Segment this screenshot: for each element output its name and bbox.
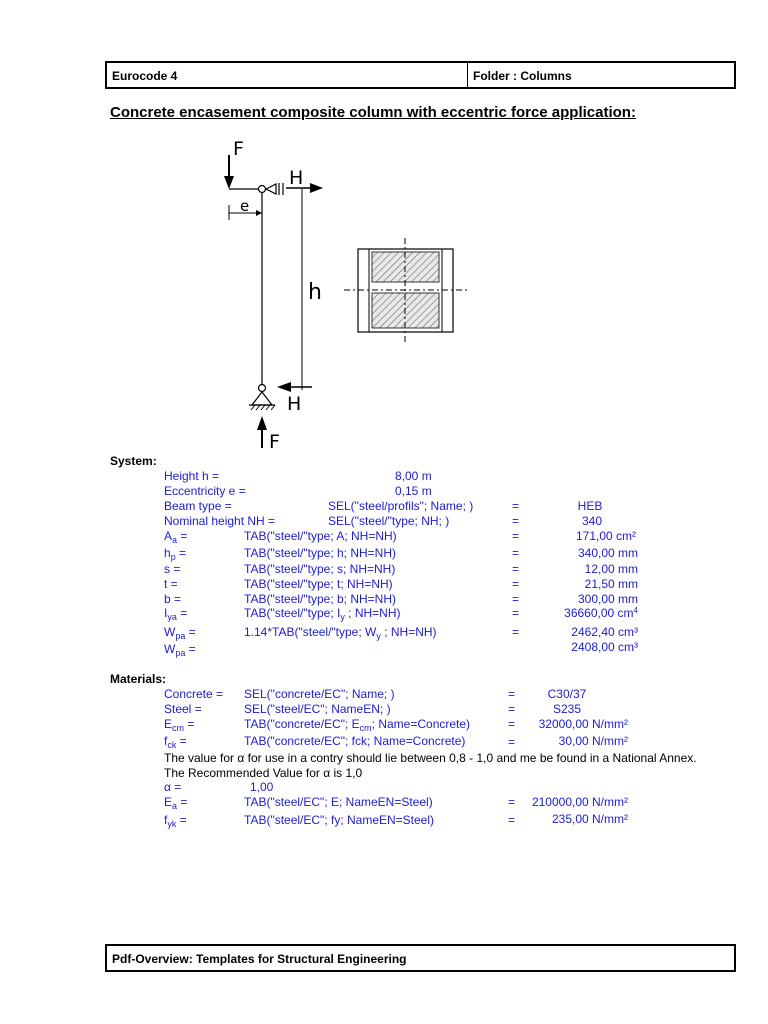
value-fck: 30,00 N/mm²: [558, 734, 628, 748]
top-horizontal-arrow: H: [286, 167, 323, 193]
value-ea: 210000,00 N/mm²: [531, 795, 628, 809]
label-hp: hp =: [164, 546, 187, 562]
eq-beam-type: =: [512, 499, 520, 513]
expr-area: TAB("steel/"type; A; NH=NH): [244, 529, 397, 543]
label-height: Height h =: [164, 469, 220, 483]
label-iya: Iya =: [164, 606, 188, 622]
bottom-force-arrow: F: [257, 416, 280, 453]
eq-steel: =: [508, 702, 516, 716]
header-standard: Eurocode 4: [112, 69, 178, 83]
alpha-note-2: The Recommended Value for α is 1,0: [164, 766, 363, 780]
eq-fyk: =: [508, 813, 516, 827]
cross-section: [344, 238, 470, 344]
top-horizontal-label: H: [289, 167, 303, 189]
eq-t: =: [512, 577, 520, 591]
eccentricity-label: e: [240, 197, 249, 215]
expr-concrete: SEL("concrete/EC"; Name; ): [244, 687, 395, 701]
value-t: 21,50 mm: [584, 577, 638, 591]
eq-wpa-1: =: [512, 625, 520, 639]
expr-fyk: TAB("steel/EC"; fy; NameEN=Steel): [244, 813, 435, 827]
label-wpa-1: Wpa =: [164, 625, 196, 641]
label-t: t =: [164, 577, 178, 591]
eq-fck: =: [508, 735, 516, 749]
label-alpha: α =: [164, 780, 182, 794]
value-fyk: 235,00 N/mm²: [551, 812, 628, 826]
value-b: 300,00 mm: [577, 592, 638, 606]
label-ecm: Ecm =: [164, 717, 195, 733]
label-steel: Steel =: [164, 702, 202, 716]
bottom-horizontal-arrow: H: [277, 382, 312, 415]
bottom-force-label: F: [269, 431, 280, 453]
column-diagram: F H e h H F: [224, 138, 470, 453]
label-fck: fck =: [164, 734, 187, 750]
height-label: h: [308, 280, 322, 305]
value-height: 8,00 m: [395, 469, 432, 483]
eq-concrete: =: [508, 687, 516, 701]
eq-nominal-height: =: [512, 514, 520, 528]
footer-box: Pdf-Overview: Templates for Structural E…: [105, 944, 736, 972]
value-s: 12,00 mm: [584, 562, 638, 576]
expr-t: TAB("steel/"type; t; NH=NH): [244, 577, 393, 591]
expr-b: TAB("steel/"type; b; NH=NH): [244, 592, 397, 606]
expr-ecm: TAB("concrete/EC"; Ecm; Name=Concrete): [244, 717, 471, 733]
value-ecm: 32000,00 N/mm²: [538, 717, 628, 731]
label-b: b =: [164, 592, 182, 606]
expr-nominal-height: SEL("steel/"type; NH; ): [328, 514, 450, 528]
value-beam-type: HEB: [577, 499, 603, 513]
alpha-note-1: The value for α for use in a contry shou…: [164, 751, 697, 765]
value-iya: 36660,00 cm4: [564, 606, 638, 620]
expr-fck: TAB("concrete/EC"; fck; Name=Concrete): [244, 734, 466, 748]
value-eccentricity: 0,15 m: [395, 484, 432, 498]
value-area: 171,00 cm²: [575, 529, 636, 543]
top-force-arrow: F: [224, 138, 244, 189]
value-concrete: C30/37: [547, 687, 587, 701]
header-divider: [467, 63, 468, 87]
eq-ea: =: [508, 795, 516, 809]
expr-hp: TAB("steel/"type; h; NH=NH): [244, 546, 397, 560]
system-heading: System:: [110, 454, 157, 468]
expr-beam-type: SEL("steel/profils"; Name; ): [328, 499, 474, 513]
eq-iya: =: [512, 606, 520, 620]
label-ea: Ea =: [164, 795, 188, 811]
expr-ea: TAB("steel/EC"; E; NameEN=Steel): [244, 795, 433, 809]
eq-area: =: [512, 529, 520, 543]
value-nominal-height: 340: [581, 514, 603, 528]
label-nominal-height: Nominal height NH =: [164, 514, 276, 528]
eq-hp: =: [512, 546, 520, 560]
label-area: Aa =: [164, 529, 188, 545]
expr-s: TAB("steel/"type; s; NH=NH): [244, 562, 396, 576]
value-wpa-2: 2408,00 cm³: [571, 640, 638, 654]
label-wpa-2: Wpa =: [164, 642, 196, 658]
eq-ecm: =: [508, 717, 516, 731]
value-wpa-1: 2462,40 cm³: [571, 625, 638, 639]
expr-iya: TAB("steel/"type; Iy ; NH=NH): [244, 606, 401, 622]
label-eccentricity: Eccentricity e =: [164, 484, 246, 498]
header-box: Eurocode 4 Folder : Columns: [105, 61, 736, 89]
value-steel: S235: [552, 702, 582, 716]
footer-text: Pdf-Overview: Templates for Structural E…: [112, 952, 407, 966]
bottom-horizontal-label: H: [287, 393, 301, 415]
value-hp: 340,00 mm: [577, 546, 638, 560]
materials-heading: Materials:: [110, 672, 167, 686]
value-alpha: 1,00: [250, 780, 274, 794]
eq-s: =: [512, 562, 520, 576]
page-title: Concrete encasement composite column wit…: [110, 104, 636, 121]
top-force-label: F: [233, 138, 244, 160]
label-s: s =: [164, 562, 181, 576]
label-concrete: Concrete =: [164, 687, 224, 701]
eq-b: =: [512, 592, 520, 606]
header-folder: Folder : Columns: [473, 69, 572, 83]
label-fyk: fyk =: [164, 813, 187, 829]
label-beam-type: Beam type =: [164, 499, 232, 513]
expr-wpa-1: 1.14*TAB("steel/"type; Wy ; NH=NH): [244, 625, 437, 641]
expr-steel: SEL("steel/EC"; NameEN; ): [244, 702, 391, 716]
